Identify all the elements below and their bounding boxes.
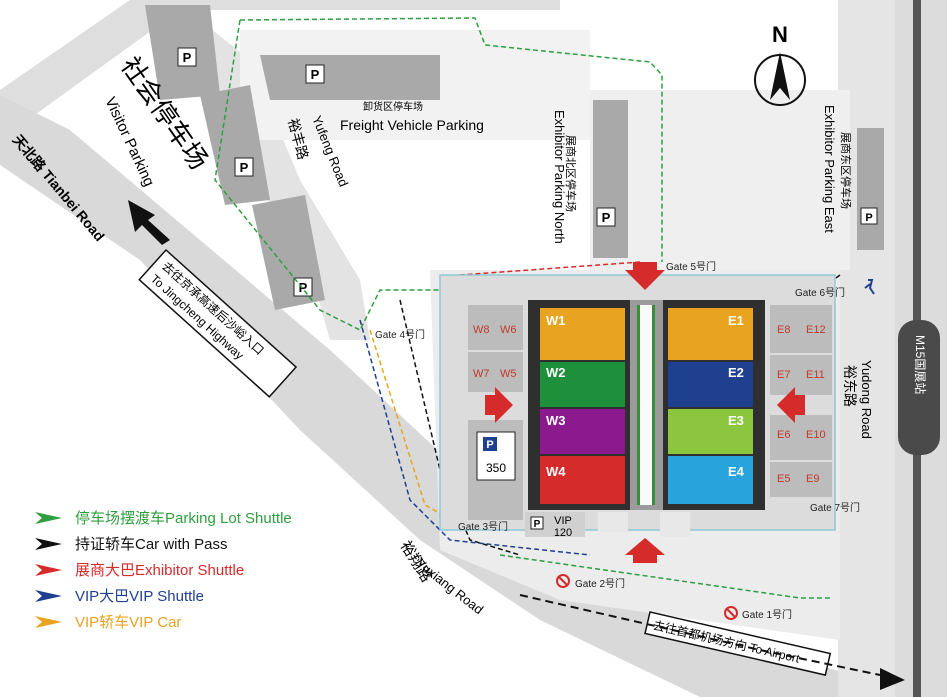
legend-item-label: 停车场摆渡车Parking Lot Shuttle bbox=[75, 510, 292, 527]
parking-p-icon bbox=[234, 157, 254, 177]
small-hall-e10: E10 bbox=[806, 429, 826, 441]
svg-text:P: P bbox=[486, 439, 493, 451]
svg-text:P: P bbox=[534, 519, 541, 530]
freight-parking-en: Freight Vehicle Parking bbox=[340, 117, 484, 133]
parking-markers: P P P P P P bbox=[177, 47, 878, 297]
parking-p-icon bbox=[305, 64, 325, 84]
west-entrance-arrow-icon bbox=[485, 387, 513, 423]
gate-4-label: Gate 4号门 bbox=[375, 328, 425, 341]
legend-item-label: VIP轿车VIP Car bbox=[75, 614, 181, 631]
parking-p-icon bbox=[860, 207, 878, 225]
hall-label-e3: E2 bbox=[728, 365, 744, 380]
small-hall-e12: E12 bbox=[806, 324, 826, 336]
parking-p-label: P bbox=[865, 212, 872, 224]
small-hall-w5: W5 bbox=[500, 368, 517, 380]
legend-item-label: 展商大巴Exhibitor Shuttle bbox=[75, 562, 244, 579]
airport-arrow-icon bbox=[880, 668, 905, 690]
yudong-road-cn: 裕东路 bbox=[842, 365, 858, 407]
small-hall-e8: E8 bbox=[777, 324, 790, 336]
no-entry-icon bbox=[556, 574, 570, 588]
small-hall-w6: W6 bbox=[500, 324, 517, 336]
legend-arrow-icon bbox=[35, 616, 62, 628]
parking-p-icon bbox=[177, 47, 197, 67]
parking-p-label: P bbox=[240, 160, 249, 175]
north-entrance-arrow-icon bbox=[625, 262, 665, 290]
small-hall-w7: W7 bbox=[473, 368, 490, 380]
entrance-arrows bbox=[485, 262, 805, 563]
parking-p-icon bbox=[596, 207, 616, 227]
hall-label-w2: W3 bbox=[546, 413, 566, 428]
gate-1-label: Gate 1号门 bbox=[742, 608, 792, 621]
north-parking-cn: 展商北区停车场 bbox=[564, 135, 578, 212]
legend-arrow-icon bbox=[35, 538, 62, 550]
parking-p-label: P bbox=[183, 50, 192, 65]
pedestrian-icon bbox=[864, 279, 875, 295]
m15-station-label: M15国展站 bbox=[913, 335, 927, 394]
legend-arrow-icon bbox=[35, 512, 62, 524]
parking-p-icon bbox=[293, 277, 313, 297]
small-hall-labels: W8 W6 W7 W5 E8 E12 E7 E11 E6 E10 E5 E9 bbox=[473, 324, 826, 485]
legend-item-label: 持证轿车Car with Pass bbox=[75, 536, 228, 553]
no-entry-icon bbox=[724, 606, 738, 620]
gate-2-label: Gate 2号门 bbox=[575, 577, 625, 590]
freight-parking-cn: 卸货区停车场 bbox=[363, 100, 423, 113]
yudong-road-en: Yudong Road bbox=[859, 360, 874, 439]
hall-label-w4: W1 bbox=[546, 313, 566, 328]
legend-item-label: VIP大巴VIP Shuttle bbox=[75, 588, 204, 605]
gate-3-label: Gate 3号门 bbox=[458, 520, 508, 533]
compass-north-label: N bbox=[772, 22, 788, 47]
hall-labels: W1 W2 W3 W4 E1 E2 E3 E4 bbox=[546, 313, 745, 479]
small-hall-w8: W8 bbox=[473, 324, 490, 336]
south-entrance-arrow-icon bbox=[625, 538, 665, 563]
hall-w2 bbox=[540, 409, 625, 454]
east-entrance-arrow-icon bbox=[777, 387, 805, 423]
legend-arrow-icon bbox=[35, 590, 62, 602]
east-parking-en: Exhibitor Parking East bbox=[822, 105, 837, 233]
parking-p-label: P bbox=[311, 67, 320, 82]
hall-e3 bbox=[668, 362, 753, 407]
hall-w1 bbox=[540, 456, 625, 504]
small-hall-e11: E11 bbox=[806, 369, 825, 381]
gate-5-label: Gate 5号门 bbox=[666, 260, 716, 273]
hall-label-w1: W4 bbox=[546, 464, 566, 479]
compass: N bbox=[754, 22, 806, 106]
gate-6-label: Gate 6号门 bbox=[795, 286, 845, 299]
hall-label-e2: E3 bbox=[728, 413, 744, 428]
small-hall-e6: E6 bbox=[777, 429, 790, 441]
parking-350-count: 350 bbox=[486, 461, 506, 475]
small-hall-e5: E5 bbox=[777, 473, 790, 485]
north-parking-en: Exhibitor Parking North bbox=[552, 110, 567, 244]
hall-w4 bbox=[540, 308, 625, 360]
hall-e4 bbox=[668, 308, 753, 360]
legend-arrow-icon bbox=[35, 564, 62, 576]
hall-e2 bbox=[668, 409, 753, 454]
hall-label-w3: W2 bbox=[546, 365, 566, 380]
small-hall-e7: E7 bbox=[777, 369, 790, 381]
hall-e1 bbox=[668, 456, 753, 504]
east-parking-cn: 展商东区停车场 bbox=[839, 132, 853, 209]
hall-w3 bbox=[540, 362, 625, 407]
hall-label-e4: E1 bbox=[728, 313, 744, 328]
small-hall-e9: E9 bbox=[806, 473, 819, 485]
parking-p-label: P bbox=[299, 280, 308, 295]
vip-parking-label: VIP bbox=[554, 515, 572, 527]
gate-labels: Gate 5号门 Gate 6号门 Gate 4号门 Gate 7号门 Gate… bbox=[375, 260, 875, 621]
hall-label-e1: E4 bbox=[728, 464, 745, 479]
parking-p-label: P bbox=[602, 210, 611, 225]
gate-7-label: Gate 7号门 bbox=[810, 501, 860, 514]
vip-parking-count: 120 bbox=[554, 527, 572, 539]
legend: 停车场摆渡车Parking Lot Shuttle 持证轿车Car with Pa… bbox=[35, 510, 292, 631]
